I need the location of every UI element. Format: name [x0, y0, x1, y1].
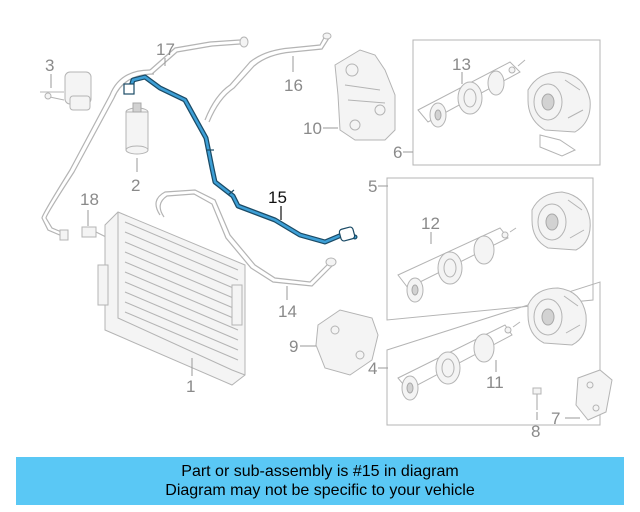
label-part-9: 9 [289, 337, 298, 356]
part-11-clutch-assembly-lower[interactable] [397, 321, 521, 401]
liquid-pipe-left[interactable] [41, 69, 155, 241]
label-part-13: 13 [452, 55, 471, 74]
part-9-bracket[interactable] [315, 309, 379, 376]
label-part-14: 14 [278, 302, 297, 321]
compressor-upper[interactable] [527, 71, 591, 157]
label-part-6: 6 [393, 143, 402, 162]
part-15-hose[interactable] [123, 74, 358, 245]
part-14-pipe[interactable] [155, 189, 337, 287]
banner-line-1: Part or sub-assembly is #15 in diagram [181, 463, 459, 480]
label-part-8: 8 [531, 422, 540, 441]
label-part-1: 1 [186, 377, 195, 396]
part-8-bolt[interactable] [532, 387, 542, 410]
label-part-7: 7 [551, 409, 560, 428]
parts-diagram: 3 2 17 16 10 18 [40, 32, 613, 441]
label-part-15: 15 [268, 188, 287, 207]
label-part-2: 2 [131, 176, 140, 195]
label-part-17: 17 [156, 40, 175, 59]
compressor-middle[interactable] [531, 191, 591, 251]
label-part-11: 11 [486, 373, 504, 392]
part-16-pipe[interactable] [204, 32, 332, 123]
label-part-5: 5 [368, 177, 377, 196]
kit-box-5[interactable] [386, 177, 594, 321]
label-part-18: 18 [80, 190, 99, 209]
label-part-12: 12 [421, 214, 440, 233]
part-12-clutch-assembly-middle[interactable] [397, 227, 517, 303]
kit-box-6[interactable] [412, 39, 601, 166]
label-part-10: 10 [303, 119, 322, 138]
part-3-bracket[interactable] [40, 71, 92, 111]
part-1-condenser[interactable] [97, 211, 246, 386]
part-2-receiver-drier[interactable] [125, 102, 149, 155]
part-13-clutch-assembly-upper[interactable] [417, 59, 526, 128]
label-part-3: 3 [45, 56, 54, 75]
banner-line-2: Diagram may not be specific to your vehi… [165, 482, 475, 499]
label-part-16: 16 [284, 76, 303, 95]
label-part-4: 4 [368, 359, 377, 378]
part-7-bracket[interactable] [575, 369, 613, 421]
part-10-compressor-bracket[interactable] [334, 49, 396, 141]
compressor-lower[interactable] [527, 287, 587, 346]
part-18-bolt[interactable] [81, 226, 109, 239]
info-banner: Part or sub-assembly is #15 in diagram D… [16, 457, 624, 505]
